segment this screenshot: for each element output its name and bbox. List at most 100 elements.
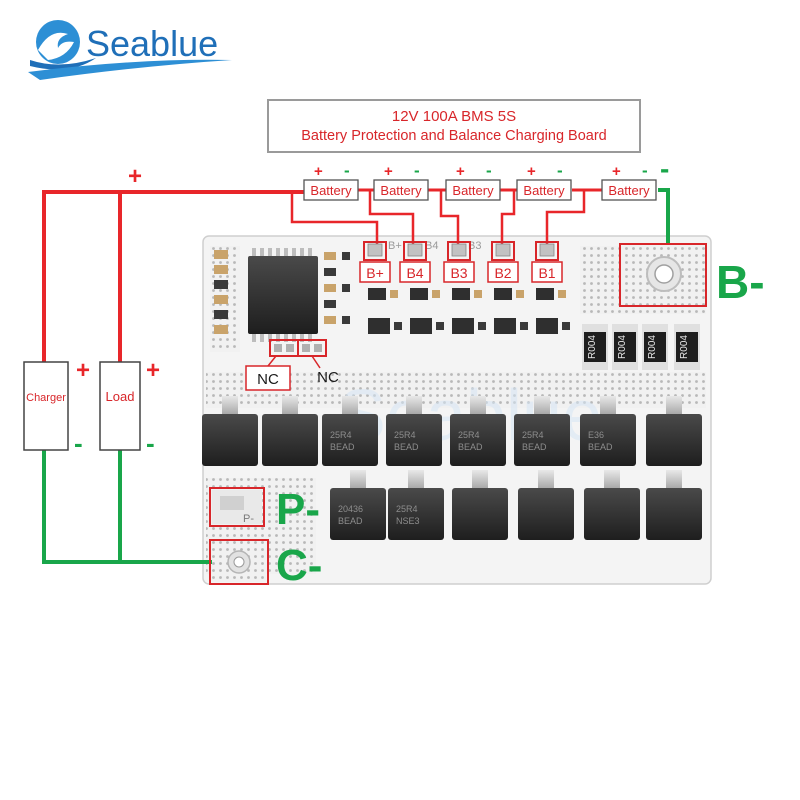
smd-resistor	[436, 322, 444, 330]
mosfet-marking: BEAD	[522, 442, 547, 452]
sot-transistor	[536, 318, 558, 334]
b-minus-pad	[624, 244, 704, 306]
mosfet-marking: 25R4	[522, 430, 544, 440]
silk-b-plus: B+	[388, 240, 402, 252]
sot-transistor	[536, 288, 554, 300]
mosfet-tab	[342, 396, 358, 414]
battery-cell: Battery+-	[373, 161, 429, 201]
terminal-highlight	[403, 241, 427, 261]
terminal-label: B2	[494, 265, 511, 281]
mosfet-tab	[406, 396, 422, 414]
battery-cell: Battery+-	[601, 161, 657, 201]
resistor-marking: R004	[617, 335, 628, 359]
battery-end-minus-label: -	[660, 153, 669, 184]
pcb-board: Seablue	[202, 235, 712, 585]
mosfet	[262, 396, 318, 466]
b-minus-label: B-	[716, 256, 765, 308]
mosfet-body	[450, 414, 506, 466]
sot-transistor	[452, 288, 470, 300]
c-minus-label: C-	[276, 541, 322, 590]
mosfet-body	[452, 488, 508, 540]
terminal-label: B4	[406, 265, 423, 281]
mosfet	[646, 396, 702, 466]
mosfet-tab	[222, 396, 238, 414]
p-minus-label: P-	[276, 485, 320, 534]
mosfet-marking: 25R4	[394, 430, 416, 440]
mosfet-tab	[538, 470, 554, 488]
smd-resistor	[562, 322, 570, 330]
battery-label: Battery	[310, 183, 352, 198]
p-minus-pad: P-	[212, 490, 262, 525]
mosfet-marking: BEAD	[458, 442, 483, 452]
mosfet-marking: NSE3	[396, 516, 420, 526]
sot-transistor	[368, 318, 390, 334]
mosfet-tab	[604, 470, 620, 488]
pad-highlight-boxes	[209, 243, 707, 585]
smd-capacitor	[474, 290, 482, 298]
resistor-marking: R004	[587, 335, 598, 359]
terminal-label-box	[487, 261, 519, 283]
mosfet-array: 25R4BEAD25R4BEAD25R4BEAD25R4BEADE36BEAD2…	[202, 396, 702, 540]
mosfet-tab	[350, 470, 366, 488]
mosfet-marking: BEAD	[330, 442, 355, 452]
sot-transistor	[452, 318, 474, 334]
load-box: Load + -	[99, 357, 160, 458]
battery-minus-sign: -	[642, 161, 648, 180]
smd-column-left	[214, 250, 228, 334]
mosfet-body	[262, 414, 318, 466]
terminal-highlight	[535, 241, 559, 261]
mosfet-marking: 25R4	[330, 430, 352, 440]
mosfet-body	[386, 414, 442, 466]
mosfet-marking: 25R4	[396, 504, 418, 514]
mosfet-body	[330, 488, 386, 540]
charger-minus: -	[74, 428, 83, 458]
mosfet	[518, 470, 574, 540]
title-box: 12V 100A BMS 5S Battery Protection and B…	[267, 99, 641, 153]
balance-lead-wiring	[290, 190, 586, 244]
silk-b3: B3	[468, 240, 481, 252]
battery-cell: Battery+-	[303, 161, 359, 201]
nc-pads	[274, 344, 322, 352]
smd-capacitor	[516, 290, 524, 298]
c-minus-pad	[212, 542, 266, 582]
mosfet-body	[584, 488, 640, 540]
resistor-body	[584, 332, 606, 362]
terminal-label-box	[359, 261, 391, 283]
nc-labels: NC NC	[245, 355, 339, 391]
main-positive-label: +	[128, 163, 142, 190]
terminal-solder-pad	[407, 243, 423, 257]
terminal-label: B1	[538, 265, 555, 281]
c-minus-highlight	[209, 539, 269, 585]
terminal-label-box	[531, 261, 563, 283]
battery-string: Battery+-Battery+-Battery+-Battery+-Batt…	[303, 161, 657, 201]
silk-b4: B4	[425, 240, 438, 252]
mosfet-body	[388, 488, 444, 540]
terminal-highlight	[363, 241, 387, 261]
terminal-solder-pad	[539, 243, 555, 257]
wave-logo-icon	[30, 20, 96, 70]
mosfet-marking: BEAD	[394, 442, 419, 452]
battery-body	[373, 179, 429, 201]
load-minus: -	[146, 428, 155, 458]
b-minus-highlight	[619, 243, 707, 307]
terminal-label: B3	[450, 265, 467, 281]
resistor-body	[644, 332, 666, 362]
positive-wiring	[42, 190, 304, 362]
negative-wiring	[42, 188, 670, 564]
mosfet-body	[518, 488, 574, 540]
smd-resistor	[394, 322, 402, 330]
mosfet-body	[580, 414, 636, 466]
mosfet	[584, 470, 640, 540]
mosfet	[452, 470, 508, 540]
bms-controller-ic	[248, 248, 318, 342]
charger-plus: +	[76, 357, 90, 384]
battery-label: Battery	[380, 183, 422, 198]
battery-body	[516, 179, 572, 201]
battery-plus-sign: +	[384, 163, 393, 180]
